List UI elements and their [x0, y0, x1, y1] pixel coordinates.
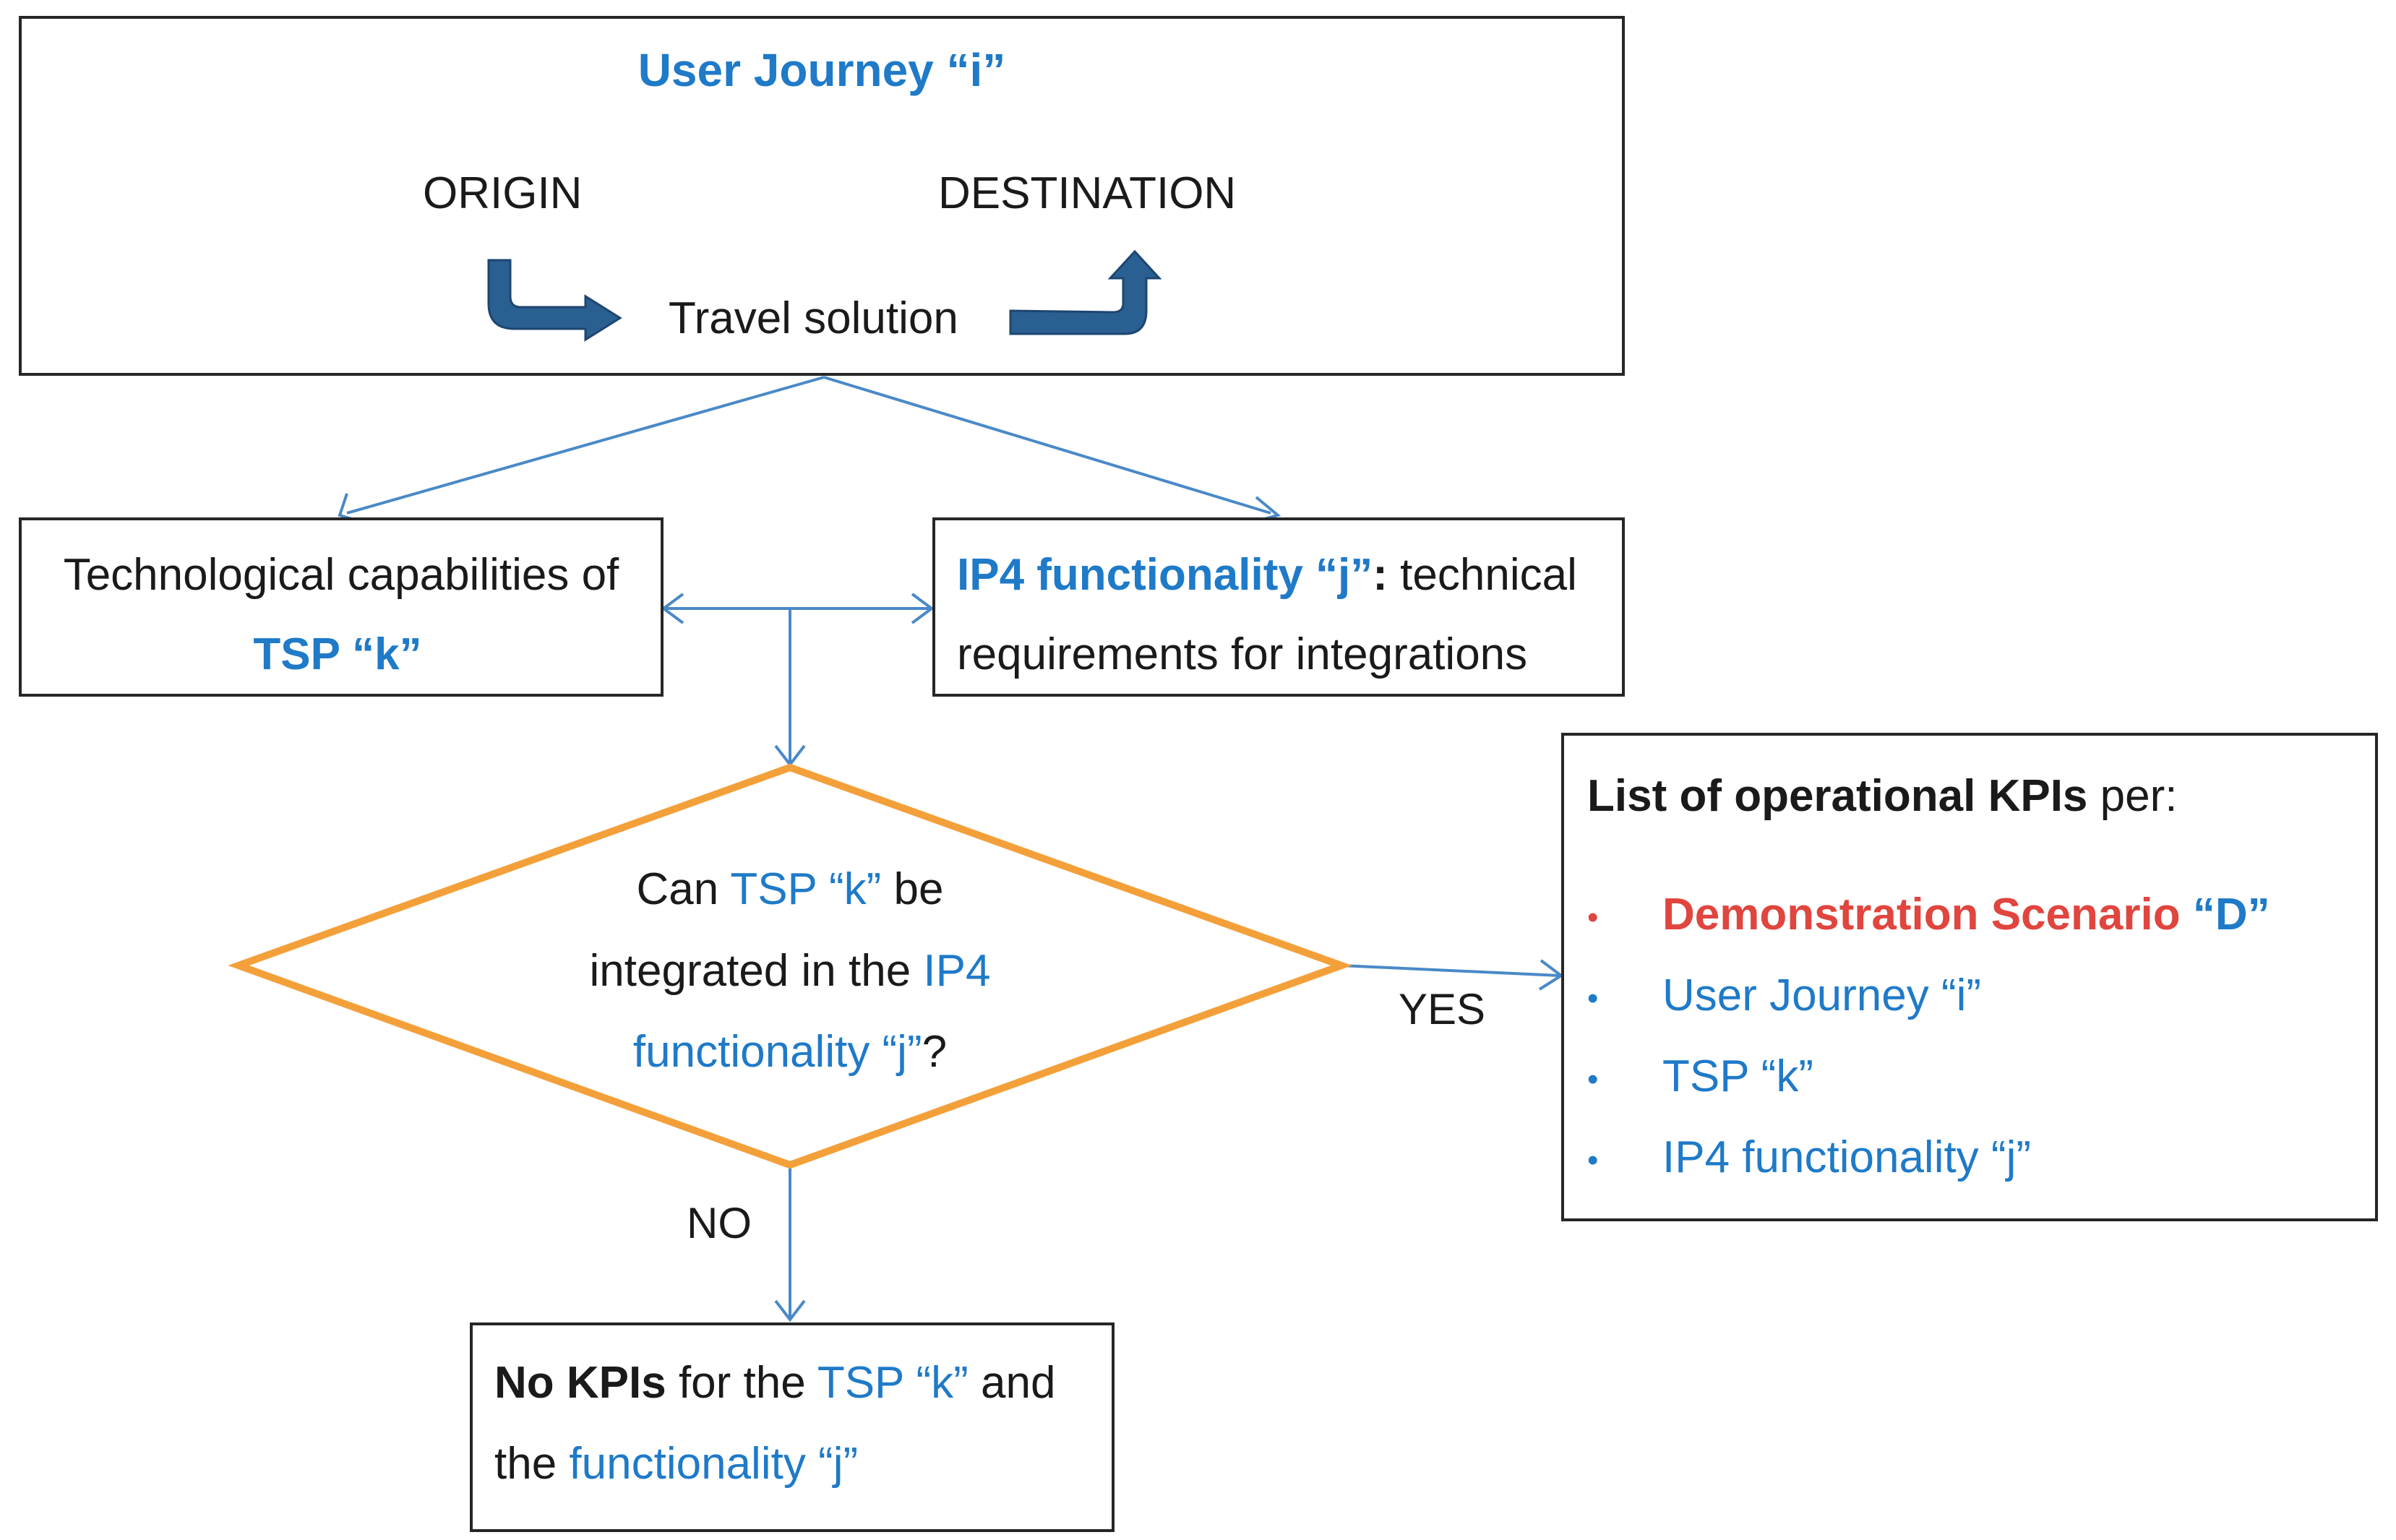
- no-kpis-functionality: functionality “j”: [569, 1439, 859, 1489]
- ip4-functionality-line2: requirements for integrations: [957, 629, 1528, 679]
- decision-can: Can: [636, 864, 731, 914]
- kpi-item-user-journey: • User Journey “i”: [1587, 970, 1981, 1021]
- decision-be: be: [881, 864, 944, 914]
- user-journey-box: [19, 16, 1625, 376]
- kpi-list-title: List of operational KPIs per:: [1587, 770, 2177, 822]
- no-kpis-the: the: [494, 1439, 570, 1489]
- decision-question-mark: ?: [922, 1027, 948, 1077]
- bullet-icon: •: [1587, 1142, 1599, 1178]
- origin-label: ORIGIN: [423, 168, 583, 218]
- kpi-title-bold: List of operational KPIs: [1587, 771, 2088, 821]
- kpi-scenario-suffix: “D”: [2192, 890, 2270, 939]
- ip4-functionality-rest: technical: [1387, 550, 1577, 600]
- decision-line2: integrated in the IP4: [239, 945, 1341, 997]
- tsp-capabilities-line2: TSP “k”: [253, 629, 422, 679]
- decision-line3: functionality “j”?: [239, 1026, 1341, 1077]
- decision-diamond: [228, 763, 1352, 1169]
- kpi-user-journey-text: User Journey “i”: [1662, 971, 1981, 1020]
- no-kpis-line1: No KPIs for the TSP “k” and: [494, 1357, 1055, 1408]
- no-label: NO: [687, 1199, 752, 1247]
- kpi-item-tsp: • TSP “k”: [1587, 1051, 1813, 1102]
- user-journey-title: User Journey “i”: [637, 44, 1006, 96]
- arrowhead-left: [661, 593, 684, 624]
- arrowhead-right: [911, 593, 935, 624]
- no-kpis-and: and: [968, 1358, 1056, 1408]
- kpi-title-rest: per:: [2087, 771, 2178, 821]
- bullet-icon: •: [1587, 899, 1599, 935]
- kpi-item-ip4: • IP4 functionality “j”: [1587, 1132, 2031, 1183]
- kpi-ip4-text: IP4 functionality “j”: [1662, 1132, 2031, 1182]
- arrow-journey-to-tsp: [346, 376, 825, 515]
- kpi-list: • Demonstration Scenario “D” • User Journe…: [1587, 889, 2353, 1207]
- yes-label: YES: [1399, 985, 1486, 1033]
- decision-line1: Can TSP “k” be: [239, 864, 1341, 915]
- no-kpis-tsp: TSP “k”: [817, 1358, 969, 1408]
- arrow-journey-to-ip4: [823, 376, 1271, 515]
- decision-functionality: functionality “j”: [632, 1027, 922, 1077]
- arrowhead-no: [774, 1299, 806, 1322]
- no-kpis-bold: No KPIs: [494, 1358, 666, 1408]
- decision-tsp: TSP “k”: [730, 864, 882, 914]
- ip4-functionality-box: [932, 517, 1625, 697]
- arrow-yes: [1341, 964, 1560, 977]
- tsp-capabilities-box: [19, 517, 664, 697]
- kpi-list-box: [1561, 733, 2378, 1221]
- kpi-tsp-text: TSP “k”: [1662, 1051, 1813, 1101]
- ip4-colon: :: [1373, 550, 1388, 600]
- ip4-functionality-name: IP4 functionality “j”: [957, 550, 1373, 600]
- destination-label: DESTINATION: [938, 168, 1237, 218]
- travel-solution-label: Travel solution: [669, 293, 958, 343]
- no-kpis-for-the: for the: [666, 1358, 817, 1408]
- decision-integrated: integrated in the: [589, 946, 924, 996]
- bullet-icon: •: [1587, 1061, 1599, 1097]
- kpi-item-scenario: • Demonstration Scenario “D”: [1587, 889, 2270, 940]
- decision-ip4: IP4: [923, 946, 991, 996]
- ip4-functionality-line1: IP4 functionality “j”: technical: [957, 549, 1577, 601]
- no-kpis-line2: the functionality “j”: [494, 1438, 858, 1489]
- bullet-icon: •: [1587, 980, 1599, 1016]
- tsp-capabilities-line1: Technological capabilities of: [63, 550, 619, 600]
- kpi-scenario-text: Demonstration Scenario: [1662, 890, 2193, 939]
- no-kpis-box: [470, 1322, 1115, 1532]
